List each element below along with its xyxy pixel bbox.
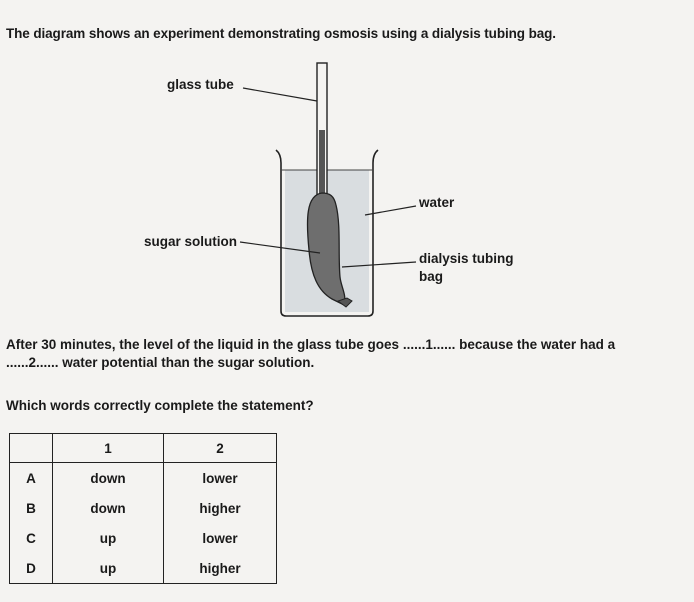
table-header-row: 1 2: [9, 433, 277, 463]
glass-tube-label: glass tube: [167, 77, 234, 92]
answer-table: 1 2 A down lower B down higher C up lowe…: [9, 433, 277, 584]
dialysis-label-line2: bag: [419, 269, 444, 284]
option-word-2: higher: [163, 553, 277, 584]
glass-tube-pointer: [242, 87, 318, 102]
sugar-solution-pointer: [239, 241, 321, 254]
table-row[interactable]: C up lower: [9, 523, 277, 553]
dialysis-label-line1: dialysis tubing: [419, 251, 514, 266]
osmosis-diagram: glass tube water sugar solution dialysis…: [0, 55, 694, 335]
option-letter[interactable]: A: [9, 462, 53, 493]
option-word-2: higher: [163, 493, 277, 523]
table-row[interactable]: D up higher: [9, 553, 277, 584]
header-cell-1: 1: [52, 433, 164, 463]
beaker: [275, 149, 379, 317]
table-row[interactable]: A down lower: [9, 462, 277, 493]
bag-knot: [336, 297, 353, 308]
option-word-2: lower: [163, 462, 277, 493]
diagram-illustration: [239, 62, 417, 317]
sugar-solution-label: sugar solution: [144, 234, 238, 249]
dialysis-bag: [306, 192, 346, 306]
statement-line-1: After 30 minutes, the level of the liqui…: [6, 337, 616, 352]
water-label: water: [419, 195, 455, 210]
statement: After 30 minutes, the level of the liqui…: [6, 336, 694, 372]
header-cell-2: 2: [163, 433, 277, 463]
dialysis-pointer: [341, 261, 417, 268]
option-letter[interactable]: B: [9, 493, 53, 523]
option-word-1: down: [52, 493, 164, 523]
water-pointer: [364, 205, 417, 216]
header-cell-blank: [9, 433, 53, 463]
statement-line-2: ......2...... water potential than the s…: [6, 355, 315, 370]
option-word-2: lower: [163, 523, 277, 553]
option-word-1: up: [52, 553, 164, 584]
option-letter[interactable]: C: [9, 523, 53, 553]
tube-liquid: [319, 130, 325, 198]
option-word-1: down: [52, 462, 164, 493]
intro-text: The diagram shows an experiment demonstr…: [6, 26, 556, 41]
option-word-1: up: [52, 523, 164, 553]
table-row[interactable]: B down higher: [9, 493, 277, 523]
option-letter[interactable]: D: [9, 553, 53, 584]
question-text: Which words correctly complete the state…: [6, 398, 314, 413]
